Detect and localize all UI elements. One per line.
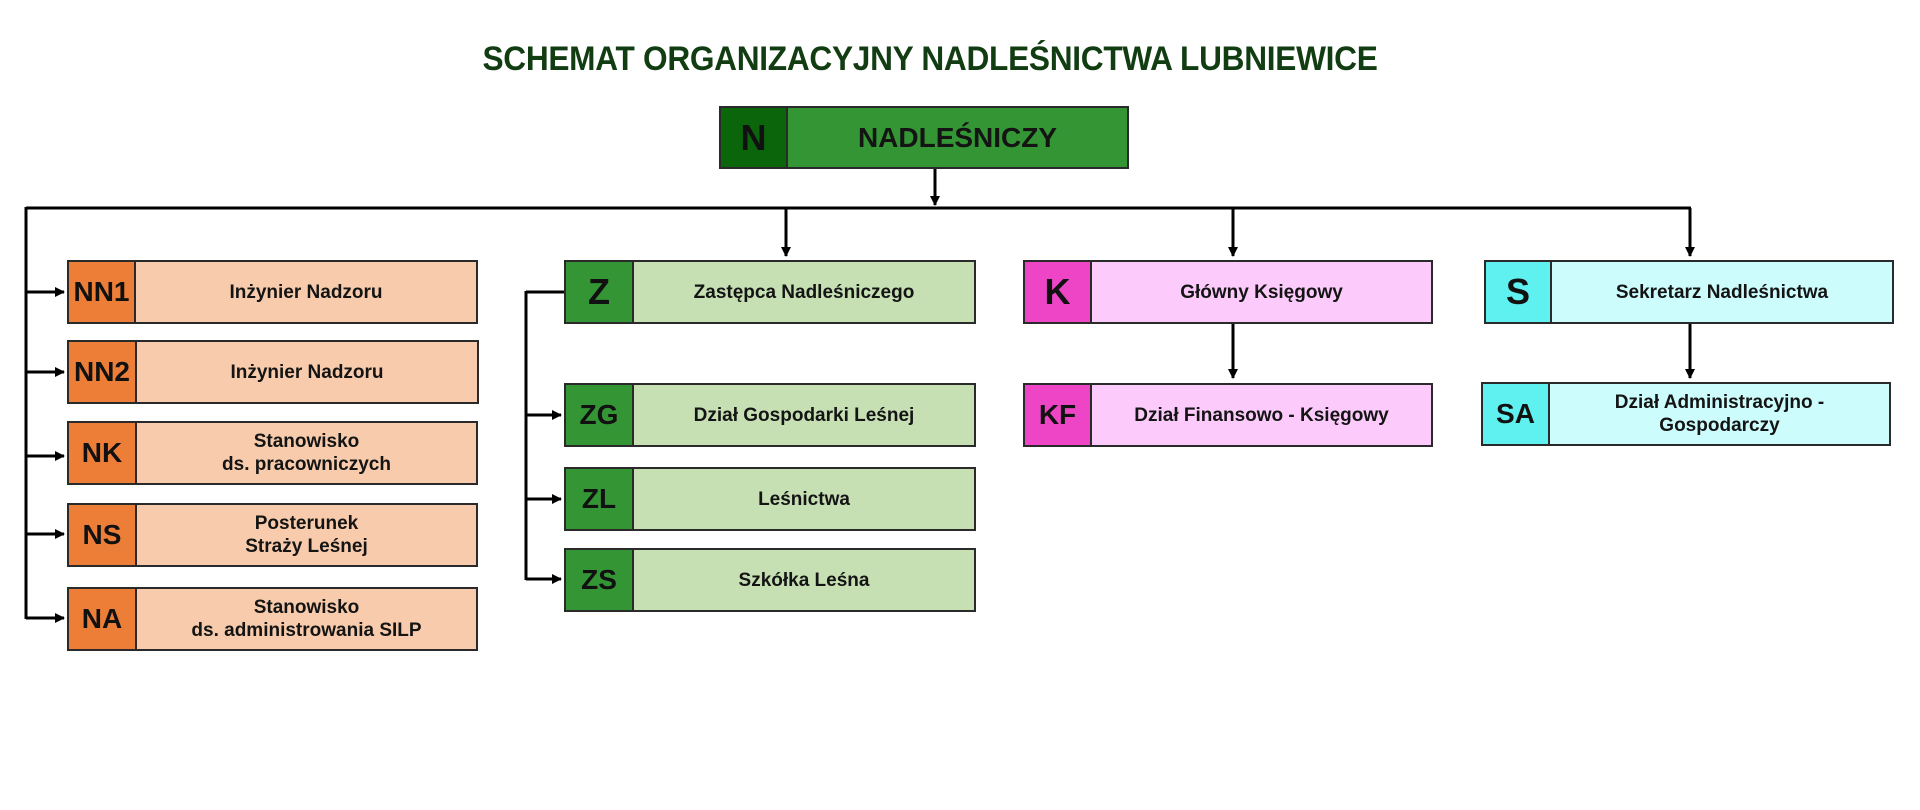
node-label: Szkółka Leśna <box>738 569 870 591</box>
node-code: NN1 <box>69 262 136 322</box>
node-code: ZG <box>566 385 634 445</box>
node-label: Stanowisko ds. pracowniczych <box>222 431 391 475</box>
node-z: Z Zastępca Nadleśniczego <box>564 260 976 324</box>
node-nk: NK Stanowisko ds. pracowniczych <box>67 421 478 485</box>
node-code: Z <box>566 262 634 322</box>
node-code: NS <box>69 505 137 565</box>
node-code: NA <box>69 589 137 649</box>
node-nadlesniczy: N NADLEŚNICZY <box>719 106 1129 169</box>
node-code: KF <box>1025 385 1092 445</box>
node-label: Dział Finansowo - Księgowy <box>1134 404 1389 426</box>
node-code: SA <box>1483 384 1550 444</box>
node-s: S Sekretarz Nadleśnictwa <box>1484 260 1894 324</box>
node-code: NN2 <box>69 342 137 402</box>
node-zl: ZL Leśnictwa <box>564 467 976 531</box>
node-zg: ZG Dział Gospodarki Leśnej <box>564 383 976 447</box>
node-label: Zastępca Nadleśniczego <box>693 281 915 303</box>
node-code: NK <box>69 423 137 483</box>
node-label: Inżynier Nadzoru <box>229 281 383 303</box>
node-label: Dział Gospodarki Leśnej <box>693 404 915 426</box>
node-ns: NS Posterunek Straży Leśnej <box>67 503 478 567</box>
node-k: K Główny Księgowy <box>1023 260 1433 324</box>
node-code: ZL <box>566 469 634 529</box>
node-label: Dział Administracyjno - Gospodarczy <box>1614 392 1825 436</box>
node-code: ZS <box>566 550 634 610</box>
node-code: S <box>1486 262 1552 322</box>
node-sa: SA Dział Administracyjno - Gospodarczy <box>1481 382 1891 446</box>
node-label: Inżynier Nadzoru <box>230 361 384 383</box>
node-label: Główny Księgowy <box>1180 281 1343 303</box>
node-label: Stanowisko ds. administrowania SILP <box>191 597 422 641</box>
node-label: Leśnictwa <box>758 488 850 510</box>
node-na: NA Stanowisko ds. administrowania SILP <box>67 587 478 651</box>
chart-title: SCHEMAT ORGANIZACYJNY NADLEŚNICTWA LUBNI… <box>482 40 1378 78</box>
node-code: K <box>1025 262 1092 322</box>
node-zs: ZS Szkółka Leśna <box>564 548 976 612</box>
node-nn1: NN1 Inżynier Nadzoru <box>67 260 478 324</box>
node-nn2: NN2 Inżynier Nadzoru <box>67 340 479 404</box>
node-label: Posterunek Straży Leśnej <box>245 513 368 557</box>
node-label: Sekretarz Nadleśnictwa <box>1615 281 1829 303</box>
node-code: N <box>721 108 788 167</box>
node-kf: KF Dział Finansowo - Księgowy <box>1023 383 1433 447</box>
node-label: NADLEŚNICZY <box>857 122 1058 153</box>
